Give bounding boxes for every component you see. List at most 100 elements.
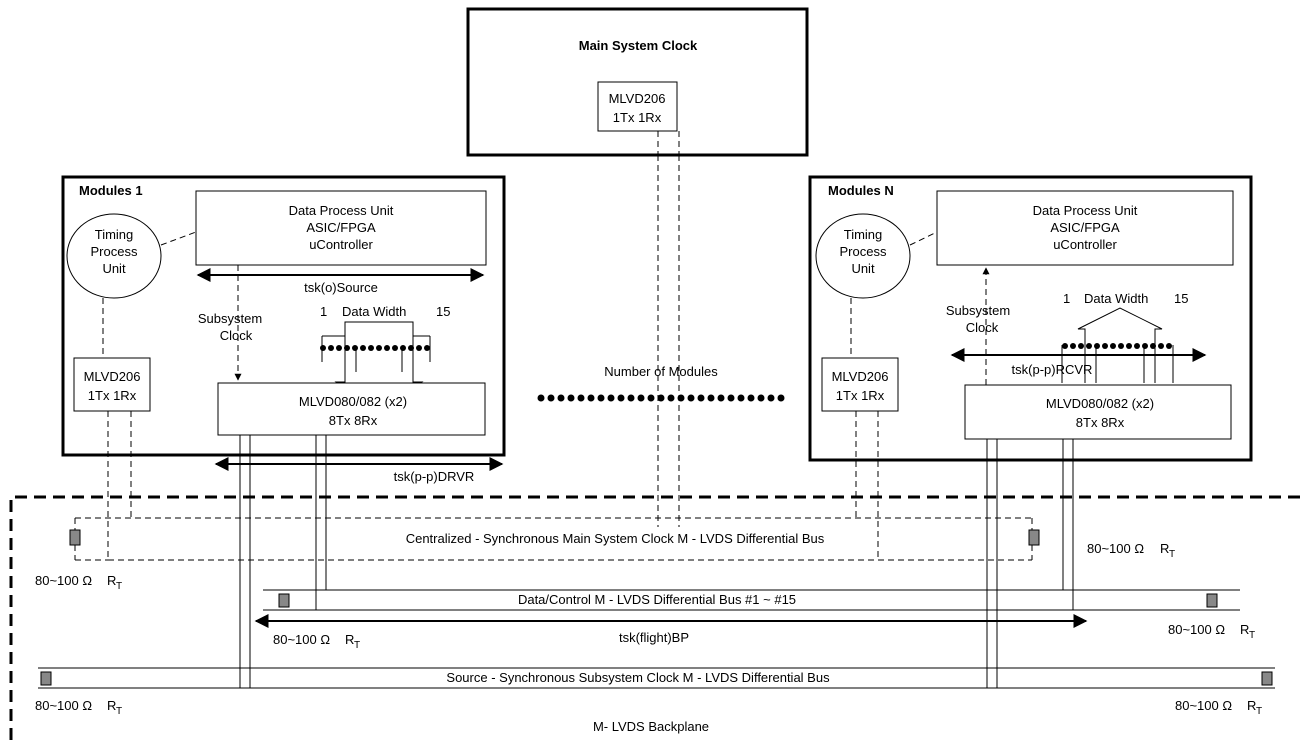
termination-label-data-left: 80~100 Ω R T — [273, 632, 360, 651]
main-clock-box — [466, 7, 809, 157]
svg-text:80~100 Ω: 80~100 Ω — [35, 698, 92, 713]
centralized-termination-right — [1028, 529, 1040, 546]
module-n-data-chip — [964, 384, 1232, 440]
module-n-subsystem-line1: Subsystem — [946, 303, 1010, 318]
source-sync-bus — [38, 667, 1275, 689]
module-1-clock-chip-io: 1Tx 1Rx — [88, 388, 137, 403]
termination-label-source-left: 80~100 Ω R T — [35, 698, 122, 717]
data-control-bus-label: Data/Control M - LVDS Differential Bus #… — [518, 592, 796, 607]
module-n-dw-label: Data Width — [1084, 291, 1148, 306]
module-1-dw-start: 1 — [320, 304, 327, 319]
svg-text:80~100 Ω: 80~100 Ω — [1087, 541, 1144, 556]
centralized-bus — [74, 517, 1033, 561]
module-n-tpu-line3: Unit — [851, 261, 875, 276]
number-of-modules-dots — [537, 394, 785, 402]
module-1-dpu-line3: uController — [309, 237, 373, 252]
backplane-border — [9, 495, 1302, 740]
svg-text:T: T — [1169, 549, 1175, 560]
svg-text:T: T — [1256, 706, 1262, 717]
module-n-tpu — [815, 213, 911, 299]
module-1-tpu-line2: Process — [91, 244, 138, 259]
module-n-subsystem-line2: Clock — [966, 320, 999, 335]
module-n-tpu-dpu-link — [909, 231, 938, 246]
svg-text:R: R — [345, 632, 354, 647]
module-1-subsystem-line1: Subsystem — [198, 311, 262, 326]
svg-text:80~100 Ω: 80~100 Ω — [273, 632, 330, 647]
module-n-clock-pair — [855, 411, 879, 560]
module-1-data-dots — [320, 345, 430, 351]
module-1-drvr-skew-label: tsk(p-p)DRVR — [394, 469, 475, 484]
svg-text:T: T — [1249, 630, 1255, 641]
data-bus-termination-left — [278, 593, 290, 608]
main-clock-chip — [597, 81, 678, 132]
svg-text:80~100 Ω: 80~100 Ω — [1168, 622, 1225, 637]
module-1-tpu — [66, 213, 162, 299]
number-of-modules-label: Number of Modules — [604, 364, 718, 379]
data-control-bus — [263, 589, 1240, 611]
main-clock-title: Main System Clock — [579, 38, 698, 53]
svg-text:R: R — [1247, 698, 1256, 713]
svg-text:R: R — [107, 698, 116, 713]
module-n-dw-end: 15 — [1174, 291, 1188, 306]
termination-label-centralized-left: 80~100 Ω R T — [35, 573, 122, 592]
data-bus-termination-right — [1206, 593, 1218, 608]
backplane-label: M- LVDS Backplane — [593, 719, 709, 734]
module-n-data-chip-name: MLVD080/082 (x2) — [1046, 396, 1154, 411]
module-1-source-skew-label: tsk(o)Source — [304, 280, 378, 295]
module-n-dpu-line2: ASIC/FPGA — [1050, 220, 1120, 235]
module-n-dpu-line1: Data Process Unit — [1033, 203, 1138, 218]
termination-label-source-right: 80~100 Ω R T — [1175, 698, 1262, 717]
module-1-dw-end: 15 — [436, 304, 450, 319]
svg-text:R: R — [107, 573, 116, 588]
module-1-dpu-line1: Data Process Unit — [289, 203, 394, 218]
module-n-data-chip-io: 8Tx 8Rx — [1076, 415, 1125, 430]
module-n-dw-start: 1 — [1063, 291, 1070, 306]
module-1-dpu-line2: ASIC/FPGA — [306, 220, 376, 235]
main-clock-chip-io: 1Tx 1Rx — [613, 110, 662, 125]
termination-label-data-right: 80~100 Ω R T — [1168, 622, 1255, 641]
svg-text:R: R — [1160, 541, 1169, 556]
svg-text:T: T — [116, 706, 122, 717]
module-n-rcvr-skew-label: tsk(p-p)RCVR — [1012, 362, 1093, 377]
svg-text:T: T — [116, 581, 122, 592]
module-1-data-chip — [217, 382, 486, 436]
source-sync-bus-label: Source - Synchronous Subsystem Clock M -… — [446, 670, 830, 685]
module-1-subsystem-line2: Clock — [220, 328, 253, 343]
module-n-clock-chip-io: 1Tx 1Rx — [836, 388, 885, 403]
module-1-dw-label: Data Width — [342, 304, 406, 319]
module-1-data-chip-io: 8Tx 8Rx — [329, 413, 378, 428]
svg-text:T: T — [354, 640, 360, 651]
module-n-data-width-arrow — [1077, 307, 1163, 337]
module-n-title: Modules N — [828, 183, 894, 198]
module-n-clock-chip-name: MLVD206 — [832, 369, 889, 384]
termination-label-centralized-right: 80~100 Ω R T — [1087, 541, 1175, 560]
module-n-dpu — [936, 190, 1234, 266]
centralized-bus-label: Centralized - Synchronous Main System Cl… — [406, 531, 825, 546]
module-1-tpu-dpu-link — [160, 231, 197, 246]
module-1-clock-chip — [73, 357, 151, 412]
main-clock-chip-name: MLVD206 — [609, 91, 666, 106]
module-1-tpu-line3: Unit — [102, 261, 126, 276]
module-1-bus-stubs — [239, 435, 327, 688]
flight-skew-label: tsk(flight)BP — [619, 630, 689, 645]
module-1-clock-chip-name: MLVD206 — [84, 369, 141, 384]
module-1-clock-pair — [107, 411, 132, 560]
module-n-dpu-line3: uController — [1053, 237, 1117, 252]
module-n-box — [808, 175, 1253, 462]
module-1-data-chip-name: MLVD080/082 (x2) — [299, 394, 407, 409]
source-bus-termination-right — [1261, 671, 1273, 686]
module-n-data-dots — [1062, 343, 1172, 349]
module-1-title: Modules 1 — [79, 183, 143, 198]
svg-text:R: R — [1240, 622, 1249, 637]
module-n-bus-stubs — [986, 439, 1074, 688]
centralized-termination-left — [69, 529, 81, 546]
module-1-dpu — [195, 190, 487, 266]
svg-text:80~100 Ω: 80~100 Ω — [35, 573, 92, 588]
main-clock-pair — [657, 131, 680, 527]
module-n-tpu-line2: Process — [840, 244, 887, 259]
module-1-box — [61, 175, 506, 457]
module-n-tpu-line1: Timing — [844, 227, 883, 242]
source-bus-termination-left — [40, 671, 52, 686]
svg-text:80~100 Ω: 80~100 Ω — [1175, 698, 1232, 713]
